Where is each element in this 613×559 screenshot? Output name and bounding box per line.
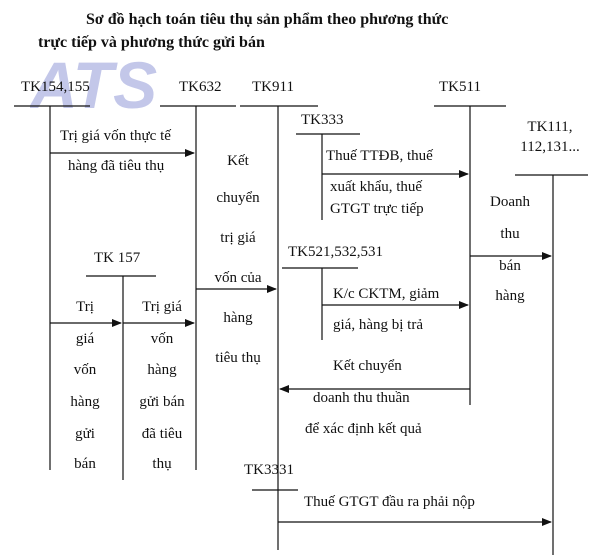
label-tk632: TK632	[179, 79, 222, 95]
text-kc-gv-5: hàng	[223, 310, 253, 326]
text-dt-1: Doanh	[490, 194, 530, 210]
ats-logo: ATS	[30, 48, 157, 120]
text-gv-gb-5: đã tiêu	[141, 426, 183, 442]
label-tk154: TK154,155	[21, 79, 90, 95]
diagram-title-line2: trực tiếp và phương thức gửi bán	[38, 34, 265, 51]
label-tk521: TK521,532,531	[288, 244, 383, 260]
text-thue-1: Thuế TTĐB, thuế	[326, 148, 433, 164]
label-tk111-line1: TK111,	[527, 119, 573, 135]
text-gv-gb-4: gửi bán	[139, 394, 185, 410]
text-kc-gv-1: Kết	[227, 153, 249, 169]
text-gia-von-2: hàng đã tiêu thụ	[68, 158, 165, 174]
text-gv-gb-6: thụ	[152, 456, 172, 472]
text-kc-dt-3: để xác định kết quả	[305, 421, 422, 437]
text-dt-2: thu	[500, 226, 520, 242]
diagram-title-line1: Sơ đồ hạch toán tiêu thụ sản phẩm theo p…	[86, 11, 449, 28]
label-tk911: TK911	[252, 79, 294, 95]
text-thue-3: GTGT trực tiếp	[330, 201, 424, 217]
text-gv-gb-2: vốn	[150, 331, 174, 347]
text-gv-gui-3: vốn	[73, 362, 97, 378]
text-gtgt: Thuế GTGT đầu ra phải nộp	[304, 494, 475, 510]
label-tk111-line2: 112,131...	[520, 139, 580, 155]
text-kc-gv-4: vốn của	[214, 270, 262, 286]
text-gv-gui-4: hàng	[70, 394, 100, 410]
text-gv-gui-1: Trị	[76, 299, 94, 315]
text-gv-gb-3: hàng	[147, 362, 177, 378]
text-gia-von-1: Trị giá vốn thực tế	[60, 128, 171, 144]
text-gv-gui-6: bán	[74, 456, 96, 472]
text-kc-ck-2: giá, hàng bị trả	[333, 317, 423, 333]
label-tk511: TK511	[439, 79, 481, 95]
ats-logo-text: ATS	[30, 48, 157, 120]
text-kc-ck-1: K/c CKTM, giảm	[333, 286, 440, 302]
text-kc-gv-2: chuyển	[216, 190, 260, 206]
label-tk157: TK 157	[94, 250, 141, 266]
text-gv-gui-5: gửi	[75, 426, 95, 442]
text-kc-dt-2: doanh thu thuần	[313, 390, 410, 406]
label-tk3331: TK3331	[244, 462, 294, 478]
label-tk333: TK333	[301, 112, 344, 128]
text-dt-3: bán	[499, 258, 521, 274]
text-dt-4: hàng	[495, 288, 525, 304]
text-kc-dt-1: Kết chuyển	[333, 358, 402, 374]
text-kc-gv-3: trị giá	[220, 230, 256, 246]
text-gv-gb-1: Trị giá	[142, 299, 182, 315]
text-kc-gv-6: tiêu thụ	[215, 350, 261, 366]
text-gv-gui-2: giá	[75, 331, 95, 347]
text-thue-2: xuất khẩu, thuế	[330, 179, 423, 195]
